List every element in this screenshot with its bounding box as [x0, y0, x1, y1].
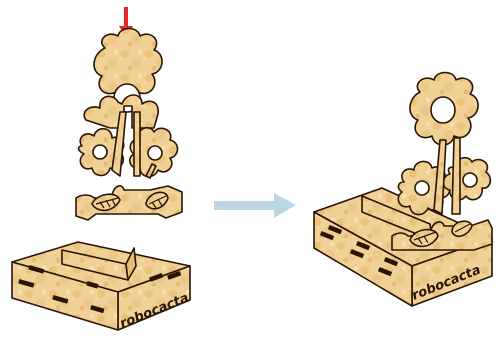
box-tray-left: robocacta [11, 241, 191, 332]
flower-panel-left [75, 27, 183, 221]
flower-panel-right [391, 71, 493, 251]
right-arrow-icon [214, 193, 296, 218]
